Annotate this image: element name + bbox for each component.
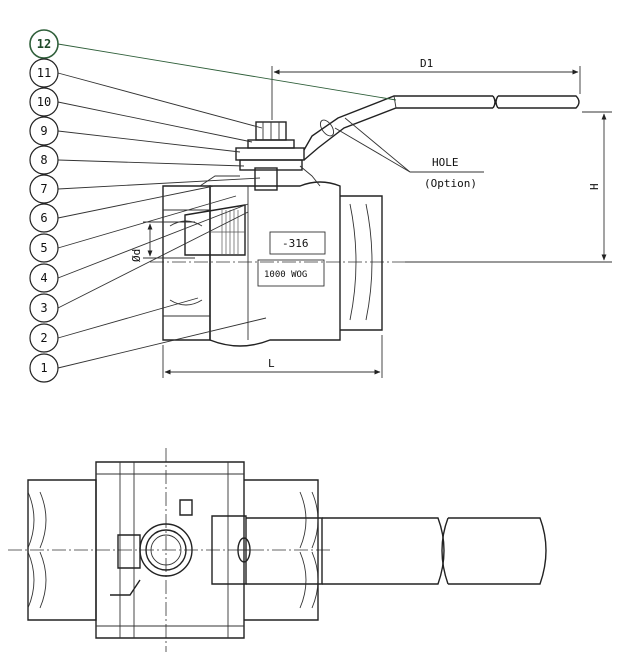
dimension-l: L [162,335,383,378]
l-label: L [268,357,275,370]
balloon-3[interactable]: 3 [29,293,59,323]
stem-assembly [199,121,321,191]
h-label: H [588,183,601,190]
balloon-8[interactable]: 8 [29,145,59,175]
svg-text:4: 4 [40,271,47,285]
lever-handle[interactable] [303,95,580,161]
balloon-6[interactable]: 6 [29,203,59,233]
svg-text:1: 1 [40,361,47,375]
hole-callout: HOLE (Option) [334,117,484,190]
side-view: D1 H L Ød HOLE (Option) [29,29,612,383]
svg-text:10: 10 [37,95,51,109]
balloon-4[interactable]: 4 [29,263,59,293]
part-balloons: 12 11 10 9 8 7 [29,29,59,383]
hole-label: HOLE [432,156,459,169]
svg-text:7: 7 [40,182,47,196]
svg-text:11: 11 [37,66,51,80]
svg-text:3: 3 [40,301,47,315]
balloon-7[interactable]: 7 [29,174,59,204]
body-cutaway [143,204,246,259]
balloon-12[interactable]: 12 [29,29,59,59]
top-lever-handle[interactable] [211,515,547,585]
material-marking: -316 [282,237,309,250]
dimension-d1: D1 [271,57,581,120]
svg-text:2: 2 [40,331,47,345]
svg-text:8: 8 [40,153,47,167]
top-stem-nut [110,499,193,596]
svg-text:9: 9 [40,124,47,138]
svg-text:12: 12 [37,37,51,51]
top-view [8,448,547,652]
svg-text:5: 5 [40,241,47,255]
balloon-10[interactable]: 10 [29,87,59,117]
option-label: (Option) [424,177,477,190]
dimension-bore: Ød [130,223,153,262]
valve-body [209,181,383,347]
svg-text:6: 6 [40,211,47,225]
dimension-h: H [405,111,612,263]
balloon-9[interactable]: 9 [29,116,59,146]
balloon-2[interactable]: 2 [29,323,59,353]
left-end-connector [162,185,211,341]
rating-marking: 1000 WOG [264,270,307,280]
bore-label: Ød [130,249,143,262]
balloon-11[interactable]: 11 [29,58,59,88]
top-right-end [244,479,319,621]
balloon-1[interactable]: 1 [29,353,59,383]
d1-label: D1 [420,57,433,70]
balloon-5[interactable]: 5 [29,233,59,263]
top-body [95,461,245,639]
leader-lines [57,43,397,369]
